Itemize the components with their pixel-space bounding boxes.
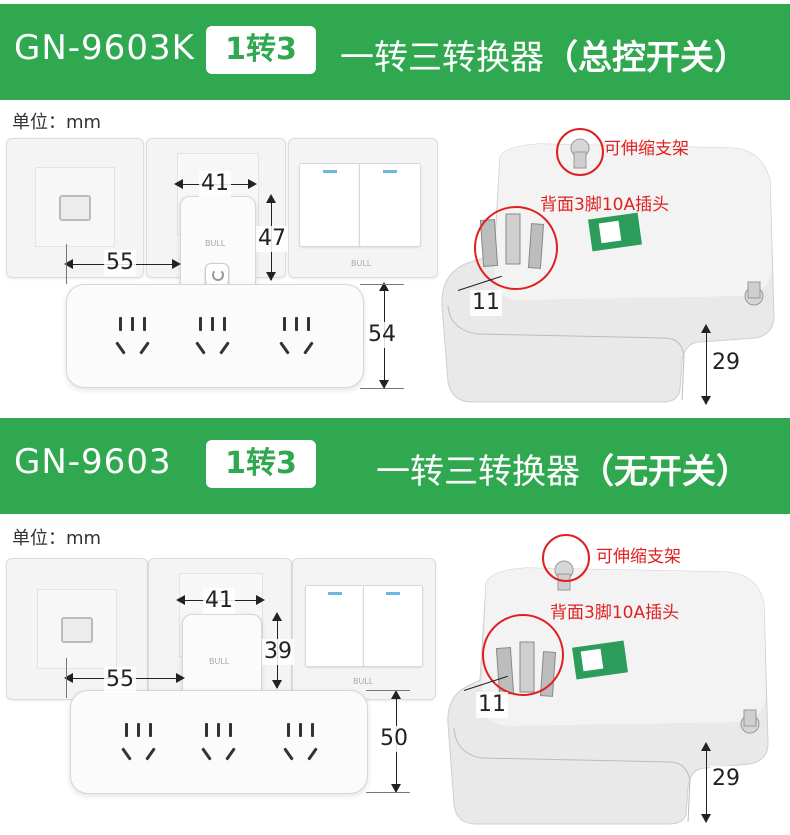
title-banner: GN-9603K 1转3 一转三转换器（总控开关） bbox=[0, 4, 790, 100]
product-section-1: GN-9603K 1转3 一转三转换器（总控开关） 单位：mm BULL BUL… bbox=[0, 4, 790, 405]
dimension-pin-length: 11 bbox=[470, 290, 502, 316]
conversion-badge: 1转3 bbox=[206, 26, 316, 74]
wall-panel-network bbox=[6, 138, 144, 278]
dimension-body-height: 50 bbox=[378, 726, 410, 752]
product-title: 一转三转换器（无开关） bbox=[376, 452, 750, 492]
title-banner: GN-9603 1转3 一转三转换器（无开关） bbox=[0, 418, 790, 514]
model-number: GN-9603 bbox=[14, 442, 172, 482]
brand-mark: BULL bbox=[351, 259, 372, 268]
unit-label: 单位：mm bbox=[12, 112, 102, 133]
conversion-badge: 1转3 bbox=[206, 440, 316, 488]
dimension-depth: 29 bbox=[710, 766, 742, 792]
wall-switch-left bbox=[299, 163, 361, 247]
dimension-top-height: 39 bbox=[262, 639, 294, 665]
plug-callout: 背面3脚10A插头 bbox=[550, 603, 680, 623]
outlet-2 bbox=[185, 713, 257, 775]
wall-switch-left bbox=[305, 585, 365, 667]
brand-mark: BULL bbox=[209, 657, 230, 666]
network-port-icon bbox=[59, 195, 91, 221]
bracket-highlight-circle bbox=[542, 534, 590, 582]
dimension-pin-length: 11 bbox=[476, 692, 508, 718]
unit-label: 单位：mm bbox=[12, 528, 102, 549]
dimension-width: 41 bbox=[203, 588, 235, 614]
product-section-2: GN-9603 1转3 一转三转换器（无开关） 单位：mm BULL BULL bbox=[0, 418, 790, 835]
dimension-depth: 29 bbox=[710, 350, 742, 376]
wall-panel-switch: BULL bbox=[288, 138, 438, 278]
dimension-width: 41 bbox=[199, 171, 231, 197]
outlet-3 bbox=[263, 307, 335, 369]
wall-panel-switch: BULL bbox=[292, 558, 436, 700]
bracket-callout: 可伸缩支架 bbox=[596, 547, 681, 567]
brand-mark: BULL bbox=[205, 239, 226, 248]
model-number: GN-9603K bbox=[14, 28, 195, 68]
outlet-3 bbox=[267, 713, 339, 775]
product-title: 一转三转换器（总控开关） bbox=[340, 38, 748, 78]
bracket-callout: 可伸缩支架 bbox=[604, 139, 689, 159]
network-port-icon bbox=[61, 617, 93, 643]
bracket-highlight-circle bbox=[556, 128, 604, 176]
wall-switch-right bbox=[363, 585, 423, 667]
adapter-body bbox=[66, 284, 364, 388]
outlet-2 bbox=[179, 307, 251, 369]
dimension-offset: 55 bbox=[104, 667, 136, 693]
plug-highlight-circle bbox=[482, 614, 564, 696]
dimension-top-height: 47 bbox=[256, 226, 288, 252]
dimension-offset: 55 bbox=[104, 250, 136, 276]
wall-switch-right bbox=[359, 163, 421, 247]
plug-highlight-circle bbox=[474, 206, 558, 290]
dimension-body-height: 54 bbox=[366, 322, 398, 348]
plug-callout: 背面3脚10A插头 bbox=[540, 195, 670, 215]
outlet-1 bbox=[105, 713, 177, 775]
outlet-1 bbox=[99, 307, 171, 369]
adapter-body bbox=[70, 690, 368, 794]
brand-mark: BULL bbox=[353, 677, 374, 686]
